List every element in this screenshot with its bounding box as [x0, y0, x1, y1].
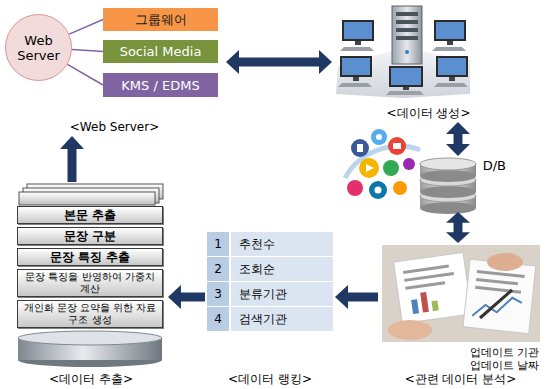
system-box: KMS / EDMS: [103, 73, 218, 97]
extraction-panel: <데이터 추출> 본문 추출문장 구분문장 특징 추출문장 특징을 반영하여 가중…: [14, 182, 168, 388]
social-icon-cluster: [345, 129, 420, 199]
web-server-panel: <Web Server> Web Server 그룹웨어 Social MediaKM…: [3, 4, 226, 136]
system-label: Social Media: [120, 44, 202, 59]
storage-cylinder: [18, 331, 162, 367]
system-box: 그룹웨어: [103, 8, 218, 31]
rank-number: 4: [207, 307, 229, 331]
process-label: 문장 구분: [64, 229, 116, 243]
analysis-panel: 업데이트 기관업데이트 날짜<관련 데이터 분석>: [378, 243, 543, 388]
system-label: KMS / EDMS: [121, 78, 199, 93]
rank-criterion: 검색기관: [231, 307, 333, 331]
monitor: [340, 20, 374, 51]
process-label: 문장 특징을 반영하여 가중치 계산: [21, 271, 159, 295]
connector-shaft: [180, 293, 205, 302]
ranking-row: 1추천수: [207, 232, 333, 256]
connector-shaft: [454, 133, 463, 145]
flow-arrow: [446, 212, 470, 243]
process-box: 문장 구분: [17, 227, 163, 245]
panel-caption: <데이터 추출>: [49, 372, 133, 386]
analysis-photo: [382, 245, 540, 342]
document-stack: [19, 184, 163, 205]
monitor: [338, 56, 372, 87]
monitor: [386, 66, 424, 95]
database-cylinder: [420, 158, 476, 214]
ranking-panel: <데이터 랭킹> 1추천수2조회순3분류기관4검색기관: [205, 230, 335, 388]
computer-network-illustration: [336, 6, 470, 98]
process-box: 문장 특징 추출: [17, 248, 163, 266]
monitor: [432, 20, 466, 51]
connector-line: [72, 50, 103, 52]
server-circle: Web Server: [5, 14, 72, 81]
flow-arrow: [226, 50, 332, 74]
rank-criterion: 분류기관: [231, 282, 333, 306]
flow-arrow: [60, 136, 84, 182]
database-label: D/B: [483, 158, 506, 173]
panel-caption: <데이터 생성>: [387, 106, 471, 120]
connector-shaft: [68, 148, 77, 182]
process-box: 문장 특징을 반영하여 가중치 계산: [17, 269, 163, 297]
flow-arrow: [446, 122, 470, 156]
arrow-head: [168, 285, 181, 309]
update-note: 업데이트 기관: [470, 346, 540, 359]
flow-arrow: [168, 285, 205, 309]
rank-criterion: 조회순: [231, 257, 333, 281]
panel-caption: <관련 데이터 분석>: [405, 372, 517, 386]
process-label: 문장 특징 추출: [50, 250, 130, 264]
rank-number: 3: [207, 282, 229, 306]
panel-caption: <Web Server>: [70, 120, 159, 134]
rank-criterion: 추천수: [231, 232, 333, 256]
connector-line: [69, 20, 103, 35]
process-box: 개인화 문장 요약을 위한 자료구조 생성: [17, 300, 163, 328]
system-label: 그룹웨어: [135, 12, 187, 27]
connector-shaft: [454, 222, 463, 233]
connector-shaft: [238, 58, 320, 67]
arrow-head: [446, 122, 470, 134]
server-label: Web Server: [10, 33, 67, 63]
arrow-head: [335, 285, 348, 309]
rank-number: 2: [207, 257, 229, 281]
connector-shaft: [72, 50, 103, 52]
data-creation-panel: <데이터 생성>: [332, 2, 525, 122]
arrow-head: [446, 232, 470, 243]
process-box: 본문 추출: [17, 206, 163, 224]
process-label: 개인화 문장 요약을 위한 자료구조 생성: [21, 302, 159, 326]
arrow-head: [226, 50, 239, 74]
ranking-row: 3분류기관: [207, 282, 333, 306]
connector-shaft: [69, 20, 103, 35]
connector-shaft: [347, 293, 378, 302]
panel-caption: <데이터 랭킹>: [228, 372, 312, 386]
ranking-row: 4검색기관: [207, 307, 333, 331]
database-panel: D/B: [414, 156, 508, 212]
update-note: 업데이트 날짜: [470, 359, 540, 372]
arrow-head: [446, 212, 470, 223]
connector-shaft: [67, 64, 103, 85]
system-box: Social Media: [103, 40, 218, 63]
arrow-head: [446, 144, 470, 156]
arrow-head: [319, 50, 332, 74]
rank-number: 1: [207, 232, 229, 256]
monitor: [434, 56, 468, 87]
ranking-row: 2조회순: [207, 257, 333, 281]
connector-line: [67, 64, 103, 85]
arrow-head: [60, 136, 84, 149]
process-label: 본문 추출: [64, 208, 116, 222]
flow-arrow: [335, 285, 378, 309]
